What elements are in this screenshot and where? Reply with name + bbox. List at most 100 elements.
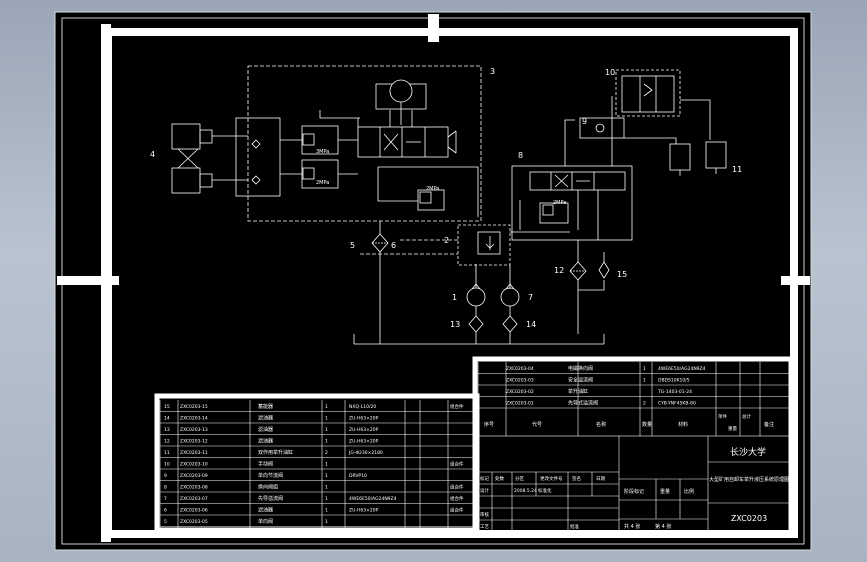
part-note: 组合件 [450, 461, 464, 468]
part-name: 安全溢流阀 [568, 377, 593, 384]
part-qty: 1 [325, 404, 328, 410]
part-material: 4WE6E50/AG24N9Z4 [658, 366, 706, 372]
drawing-sheet [54, 11, 812, 551]
part-material: ZU-H63×20P [349, 427, 379, 433]
part-code: ZXC0203-04 [506, 366, 534, 372]
part-qty: 1 [325, 462, 328, 468]
callout-13: 13 [450, 320, 460, 329]
valve-group-2-outline [457, 224, 511, 266]
part-note: 组合件 [450, 484, 464, 491]
part-code: ZXC0203-01 [506, 401, 534, 407]
designer-label: 设计 [480, 487, 489, 494]
weight-label: 重量 [660, 488, 670, 495]
part-code: ZXC0203-12 [180, 439, 208, 445]
part-name: 蓄能器 [258, 403, 273, 410]
tank-line [353, 334, 605, 345]
part-qty: 1 [325, 496, 328, 502]
part-material: JG-Φ230×2180 [348, 450, 383, 456]
part-code: ZXC0203-02 [506, 389, 534, 395]
header-material: 材料 [678, 421, 688, 428]
part-no: 8 [164, 485, 167, 491]
part-code: ZXC0203-08 [180, 485, 208, 491]
drawing-title: 大型矿用自卸车举升液压系统原理图 [709, 476, 789, 483]
part-name: 滤油器 [258, 438, 273, 445]
callout-14: 14 [526, 320, 536, 329]
center-mark-right [781, 276, 810, 285]
date-label: 日期 [596, 476, 605, 482]
part-name: 先导式溢流阀 [568, 400, 598, 407]
hydraulic-schematic [171, 65, 727, 345]
header-total: 总计 [742, 413, 751, 420]
callout-1: 1 [452, 293, 457, 302]
part-name: 单向节流阀 [258, 472, 283, 479]
callout-2: 2 [444, 236, 449, 245]
part-code: ZXC0203-07 [180, 496, 208, 502]
header-mass: 重量 [728, 425, 737, 432]
callout-5: 5 [350, 241, 355, 250]
valve-9 [579, 117, 625, 139]
pressure-label: 2MPa [316, 180, 329, 186]
header-single: 单件 [718, 413, 727, 420]
callout-8: 8 [518, 151, 523, 160]
part-no: 5 [164, 519, 167, 525]
craft-label: 工艺 [480, 524, 489, 530]
valve-10-outline [615, 69, 681, 117]
part-qty: 1 [325, 519, 328, 525]
sheets-total: 共 4 张 [624, 523, 640, 530]
stage-label: 阶段标记 [624, 488, 644, 495]
part-no: 15 [164, 404, 170, 410]
part-material: ZU-H63×20P [349, 439, 379, 445]
valve-group-8-outline [511, 165, 633, 241]
part-material: DBDS10K10/5 [658, 378, 690, 384]
part-no: 10 [164, 462, 170, 468]
review-label: 审核 [480, 511, 489, 518]
part-note: 组合件 [450, 507, 464, 514]
part-no: 11 [164, 450, 170, 456]
part-name: 滤油器 [258, 426, 273, 433]
part-code: ZXC0203-14 [180, 416, 208, 422]
part-material: ZU-H63×20P [349, 508, 379, 514]
part-note: 组合件 [450, 403, 464, 410]
callout-4: 4 [150, 150, 155, 159]
part-qty: 1 [325, 416, 328, 422]
std-label: 标准化 [538, 487, 552, 494]
part-qty: 1 [325, 427, 328, 433]
part-name: 手动阀 [258, 461, 273, 468]
center-mark-top [428, 14, 439, 42]
part-code: ZXC0203-10 [180, 462, 208, 468]
approve-label: 批准 [570, 523, 579, 530]
part-code: ZXC0203-03 [506, 378, 534, 384]
part-code: ZXC0203-06 [180, 508, 208, 514]
change-doc-label: 更改文件号 [540, 475, 563, 482]
pressure-label: 3MPa [316, 149, 329, 155]
part-no: 12 [164, 439, 170, 445]
header-no: 序号 [484, 421, 494, 428]
drawing-number: ZXC0203 [731, 514, 767, 523]
parts-row: 10 ZXC0203-10 手动阀 1 组合件 [160, 461, 475, 470]
part-material: TG-1403-01-24 [657, 389, 692, 395]
part-code: ZXC0203-05 [180, 519, 208, 525]
center-mark-left [57, 276, 119, 285]
school-name: 长沙大学 [730, 446, 766, 458]
part-material: CYB-YNF45KB-60 [658, 401, 696, 407]
design-date: 2008.5.24 [514, 488, 537, 494]
count-label: 处数 [495, 475, 504, 482]
part-qty: 1 [643, 378, 646, 384]
part-material: ZU-H63×20P [349, 416, 379, 422]
part-qty: 1 [325, 439, 328, 445]
header-qty: 数量 [642, 421, 652, 428]
part-no: 6 [164, 508, 167, 514]
callout-12: 12 [554, 266, 564, 275]
part-code: ZXC0203-13 [180, 427, 208, 433]
